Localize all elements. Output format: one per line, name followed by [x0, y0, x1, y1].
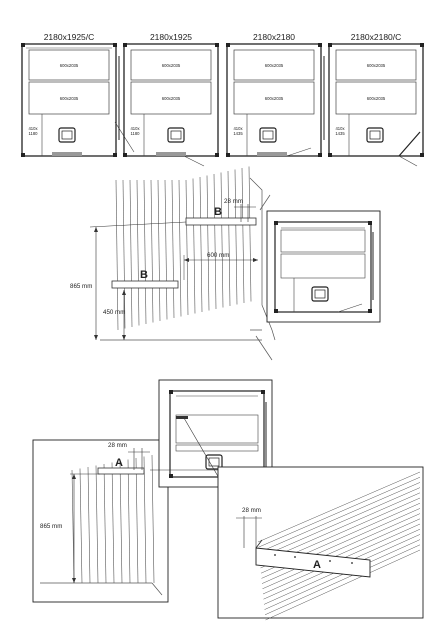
dimension-450mm: 450 mm — [103, 309, 125, 316]
side-bench-length: 1435 — [335, 131, 345, 136]
hatch-line — [87, 466, 91, 584]
hatch-line — [248, 166, 252, 302]
upper-bench-size: 600x2035 — [162, 63, 181, 68]
wall-elevation-b: B B 28 mm 600 mm 865 mm 450 mm — [70, 166, 276, 361]
layout-title: 2180x1925 — [150, 32, 192, 42]
hatch-line — [151, 454, 155, 584]
side-bench-length: 1180 — [130, 131, 140, 136]
hatch-line — [213, 173, 217, 310]
hatch-line — [258, 482, 421, 553]
side-bench-size: 410x — [130, 126, 140, 131]
hatch-line — [261, 513, 421, 584]
layout-title: 2180x1925/C — [44, 32, 95, 42]
hatch-line — [206, 175, 210, 311]
hatch-line — [103, 463, 107, 584]
hatch-line — [136, 179, 140, 326]
backrest-a — [255, 547, 371, 578]
upper-bench-size: 600x2035 — [367, 63, 386, 68]
hatch-line — [150, 179, 154, 323]
hatch-line — [220, 172, 224, 308]
side-bench-size: 410x — [28, 126, 38, 131]
side-bench-size: 410x — [233, 126, 243, 131]
lower-bench-size: 600x2035 — [60, 96, 79, 101]
bench-detail-a: A 28 mm — [217, 466, 424, 621]
wall-elevation-a: A 28 mm 865 mm — [32, 439, 169, 603]
hatch-line — [129, 179, 133, 328]
backrest-rail-lower — [111, 280, 179, 289]
hatch-line — [265, 549, 421, 621]
backrest-label: A — [115, 457, 123, 469]
side-bench-size: 410x — [335, 126, 345, 131]
backrest-rail-upper — [185, 217, 257, 226]
hatch-line — [264, 539, 421, 610]
hatch-line — [257, 471, 421, 543]
door-swing — [398, 155, 418, 167]
layout-title: 2180x2180 — [253, 32, 295, 42]
hatch-line — [127, 459, 131, 584]
dimension-600mm: 600 mm — [207, 252, 229, 259]
hatch-line — [143, 456, 147, 584]
dimension-865mm-bottom: 865 mm — [40, 523, 62, 530]
hatch-line — [95, 465, 99, 584]
hatch-line — [199, 176, 203, 313]
heater-icon — [366, 127, 384, 143]
door-swing — [286, 147, 312, 157]
hatch-line — [234, 169, 238, 305]
hatch-line — [119, 460, 123, 584]
heater-icon — [259, 127, 277, 143]
hatch-line — [178, 179, 182, 317]
hatch-line — [259, 487, 421, 558]
upper-bench-size: 600x2035 — [265, 63, 284, 68]
hatch-line — [79, 468, 83, 584]
backrest-label-lower: B — [140, 269, 148, 281]
backrest-rail — [97, 467, 145, 475]
door-swing — [183, 155, 205, 167]
lower-bench-size: 600x2035 — [265, 96, 284, 101]
layout-title: 2180x2180/C — [351, 32, 402, 42]
dimension-28mm-right: 28 mm — [242, 507, 261, 514]
lower-bench-size: 600x2035 — [162, 96, 181, 101]
hatch-line — [264, 544, 421, 616]
inset-plan-middle — [266, 210, 381, 323]
side-bench-length: 1435 — [233, 131, 243, 136]
hatch-line — [135, 457, 139, 584]
hatch-line — [192, 178, 196, 314]
hatch-line — [115, 179, 119, 331]
hatch-line — [71, 469, 75, 584]
heater-icon — [167, 127, 185, 143]
hatch-line — [171, 179, 175, 319]
hatch-line — [258, 476, 421, 548]
upper-bench-size: 600x2035 — [60, 63, 79, 68]
hatch-line — [122, 179, 126, 329]
layout-plan-2: 2180x1925 600x2035 600x2035 410x 1180 — [123, 32, 219, 167]
layout-plan-1: 2180x1925/C 600x2035 600x2035 410x 1180 — [21, 32, 135, 157]
lower-bench-size: 600x2035 — [367, 96, 386, 101]
wall-planks — [71, 454, 155, 584]
heater-icon — [311, 286, 329, 302]
layout-plan-3: 2180x2180 600x2035 600x2035 410x 1435 — [226, 32, 325, 157]
backrest-label-upper: B — [214, 206, 222, 218]
side-bench-length: 1180 — [28, 131, 38, 136]
hatch-line — [111, 462, 115, 584]
hatch-line — [143, 179, 147, 325]
dimension-28mm: 28 mm — [224, 198, 243, 205]
hatch-line — [185, 179, 189, 316]
hatch-line — [262, 518, 421, 590]
wall-planks — [115, 166, 252, 331]
dimension-865mm: 865 mm — [70, 283, 92, 290]
dimension-28mm-left: 28 mm — [108, 442, 127, 449]
heater-icon — [58, 127, 76, 143]
hatch-line — [164, 179, 168, 320]
hatch-line — [241, 167, 245, 304]
hatch-line — [227, 170, 231, 307]
hatch-line — [157, 179, 161, 322]
backrest-label-a: A — [313, 559, 321, 571]
corner-door — [398, 131, 421, 157]
layout-plan-4: 2180x2180/C 600x2035 600x2035 410x 1435 — [328, 32, 424, 167]
